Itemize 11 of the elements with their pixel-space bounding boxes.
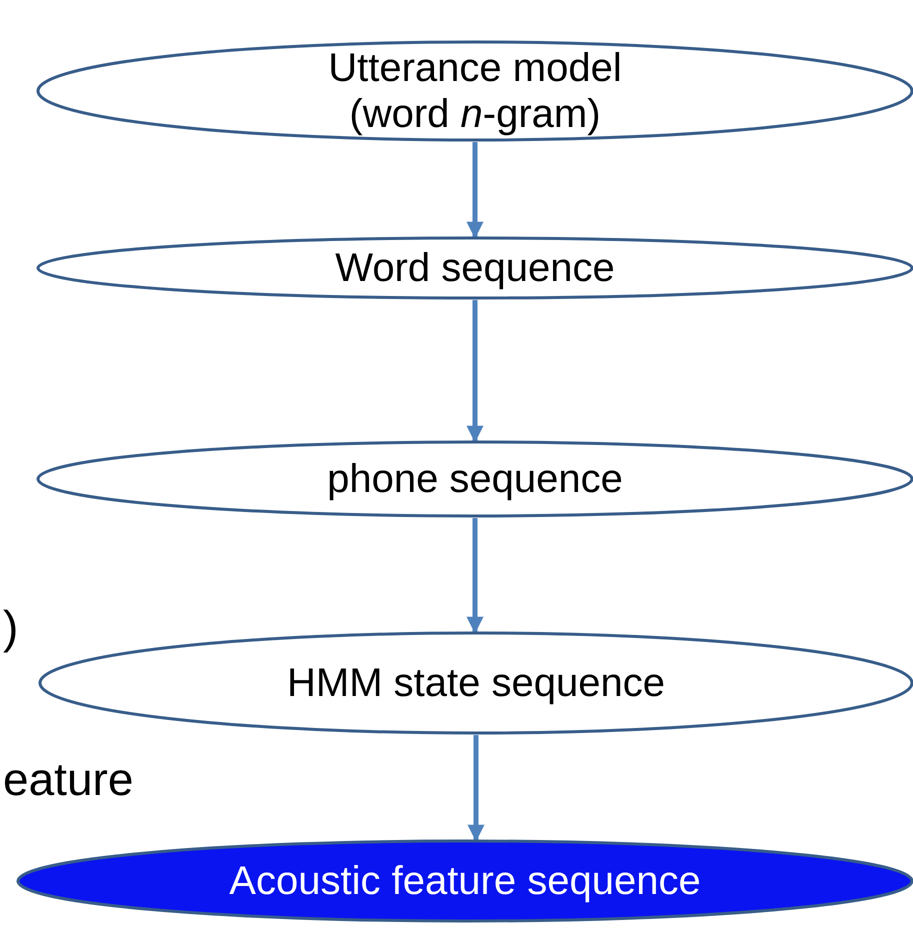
- cut-off-text: eature: [3, 752, 134, 806]
- arrow: [466, 518, 484, 634]
- arrow: [466, 142, 484, 239]
- node-label: HMM state sequence: [287, 660, 665, 706]
- node-label: phone sequence: [327, 456, 623, 502]
- cut-off-text: ): [3, 600, 18, 654]
- node-label: Acoustic feature sequence: [229, 858, 701, 904]
- arrow: [466, 300, 484, 443]
- node-label: Word sequence: [335, 245, 615, 291]
- arrow: [468, 735, 484, 842]
- node-label: Utterance model (word n-gram): [327, 45, 623, 137]
